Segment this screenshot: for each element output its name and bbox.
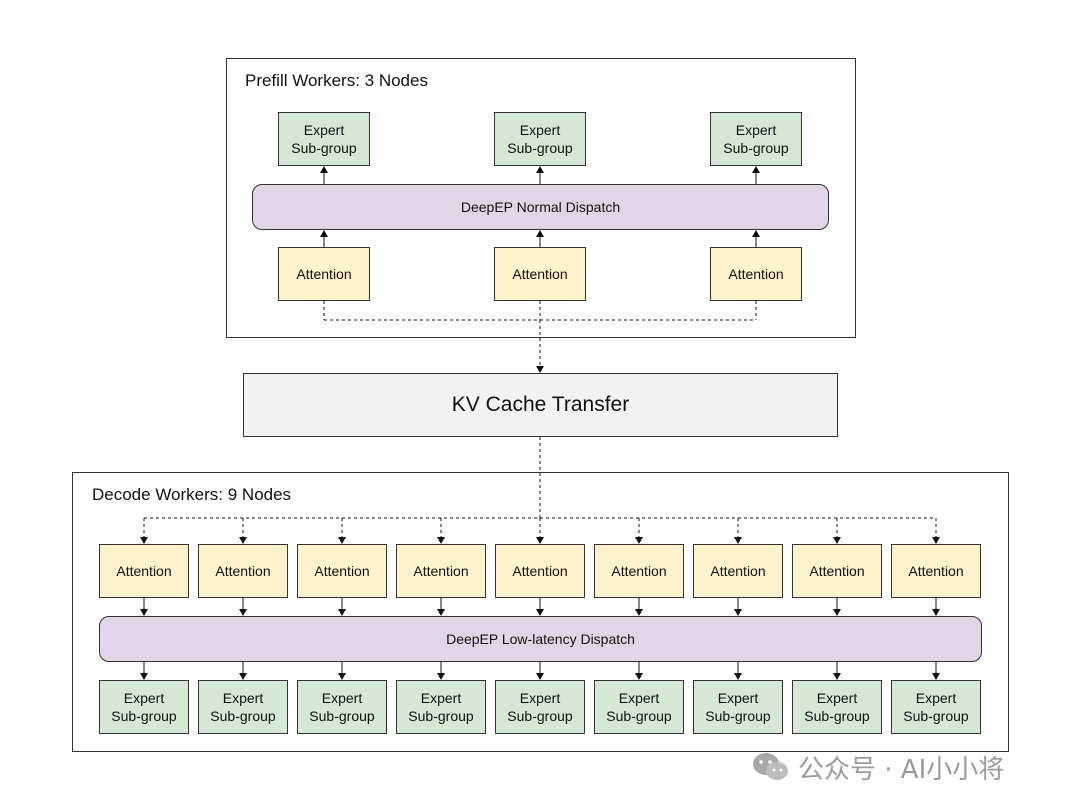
subgroup-label: Sub-group <box>210 708 276 724</box>
watermark: 公众号 · AI小小将 <box>752 750 1005 785</box>
subgroup-label: Sub-group <box>111 708 177 724</box>
subgroup-label: Sub-group <box>723 140 789 156</box>
expert-label: Expert <box>420 690 462 706</box>
expert-label: Expert <box>915 690 957 706</box>
expert-label: Expert <box>717 690 759 706</box>
subgroup-label: Sub-group <box>291 140 357 156</box>
expert-label: Expert <box>321 690 363 706</box>
decode-attention-1: Attention <box>99 544 189 598</box>
decode-attention-7: Attention <box>693 544 783 598</box>
decode-low-latency-dispatch: DeepEP Low-latency Dispatch <box>99 616 982 662</box>
kv-cache-transfer: KV Cache Transfer <box>243 373 838 437</box>
subgroup-label: Sub-group <box>309 708 375 724</box>
expert-label: Expert <box>519 122 561 138</box>
decode-attention-4: Attention <box>396 544 486 598</box>
decode-attention-6: Attention <box>594 544 684 598</box>
subgroup-label: Sub-group <box>903 708 969 724</box>
decode-attention-8: Attention <box>792 544 882 598</box>
prefill-workers-title: Prefill Workers: 3 Nodes <box>245 71 428 90</box>
expert-label: Expert <box>303 122 345 138</box>
prefill-attention-3: Attention <box>710 247 802 301</box>
prefill-attention-2: Attention <box>494 247 586 301</box>
watermark-text: 公众号 · AI小小将 <box>798 754 1005 785</box>
subgroup-label: Sub-group <box>606 708 672 724</box>
wechat-icon <box>753 753 788 780</box>
expert-label: Expert <box>618 690 660 706</box>
decode-attention-2: Attention <box>198 544 288 598</box>
expert-label: Expert <box>816 690 858 706</box>
expert-label: Expert <box>222 690 264 706</box>
decode-attention-3: Attention <box>297 544 387 598</box>
subgroup-label: Sub-group <box>408 708 474 724</box>
prefill-normal-dispatch: DeepEP Normal Dispatch <box>252 184 829 230</box>
expert-label: Expert <box>123 690 165 706</box>
decode-attention-5: Attention <box>495 544 585 598</box>
subgroup-label: Sub-group <box>804 708 870 724</box>
decode-workers-title: Decode Workers: 9 Nodes <box>92 485 292 504</box>
subgroup-label: Sub-group <box>705 708 771 724</box>
subgroup-label: Sub-group <box>507 708 573 724</box>
decode-attention-9: Attention <box>891 544 981 598</box>
subgroup-label: Sub-group <box>507 140 573 156</box>
expert-label: Expert <box>519 690 561 706</box>
expert-label: Expert <box>735 122 777 138</box>
prefill-attention-1: Attention <box>278 247 370 301</box>
